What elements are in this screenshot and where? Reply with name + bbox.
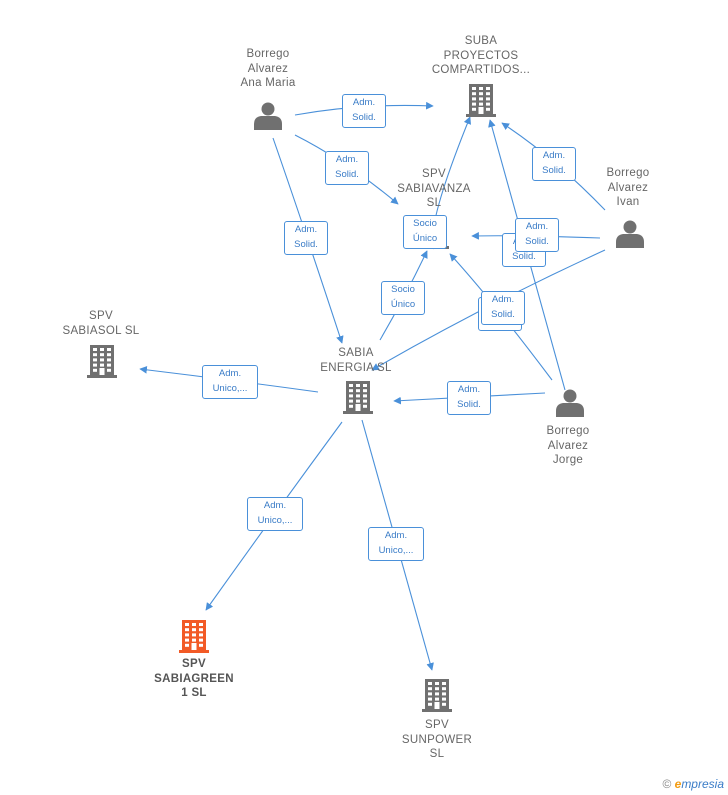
copyright-symbol: © xyxy=(662,777,672,791)
node-label-sabiavanza[interactable]: SPV SABIAVANZA SL xyxy=(397,168,471,209)
empresia-logo-initial: e xyxy=(674,777,682,791)
sabia-building-icon[interactable] xyxy=(343,381,373,414)
sabiagreen-building-icon[interactable] xyxy=(179,620,209,653)
empresia-brand[interactable]: © empresia xyxy=(662,777,724,791)
empresia-logo-text: mpresia xyxy=(681,777,724,791)
node-label-sabiasol[interactable]: SPV SABIASOL SL xyxy=(62,310,140,337)
edge-label-sabiavanza-to-suba[interactable]: Socio Único xyxy=(403,215,447,249)
edge-label-sabia-to-sunpower[interactable]: Adm. Unico,... xyxy=(368,527,424,561)
edge-label-ana-to-sabiavanza[interactable]: Adm. Solid. xyxy=(325,151,369,185)
edge-label-jorge-to-sabia[interactable]: Adm. Solid. xyxy=(447,381,491,415)
node-label-ivan[interactable]: Borrego Alvarez Ivan xyxy=(606,167,650,208)
edge-label-jorge-to-sabiavanza[interactable]: Adm. Solid. xyxy=(481,291,525,325)
edge-label-ivan-to-suba[interactable]: Adm. Solid. xyxy=(532,147,576,181)
edge-label-jorge-to-suba[interactable]: Adm. Solid. xyxy=(515,218,559,252)
edge-label-sabia-to-sabiasol[interactable]: Adm. Unico,... xyxy=(202,365,258,399)
ivan-person-icon[interactable] xyxy=(616,220,644,249)
jorge-person-icon[interactable] xyxy=(556,389,584,418)
edge-label-sabia-to-sabiagreen[interactable]: Adm. Unico,... xyxy=(247,497,303,531)
node-label-ana[interactable]: Borrego Alvarez Ana Maria xyxy=(240,48,296,89)
ana-person-icon[interactable] xyxy=(254,102,282,131)
suba-building-icon[interactable] xyxy=(466,84,496,117)
edge-label-ana-to-sabia[interactable]: Adm. Solid. xyxy=(284,221,328,255)
node-label-sabiagreen[interactable]: SPV SABIAGREEN 1 SL xyxy=(154,658,234,699)
node-label-suba[interactable]: SUBA PROYECTOS COMPARTIDOS... xyxy=(431,35,531,76)
node-label-sunpower[interactable]: SPV SUNPOWER SL xyxy=(401,719,473,760)
sabiasol-building-icon[interactable] xyxy=(87,345,117,378)
sunpower-building-icon[interactable] xyxy=(422,679,452,712)
node-label-jorge[interactable]: Borrego Alvarez Jorge xyxy=(546,425,590,466)
node-label-sabia[interactable]: SABIA ENERGIA SL xyxy=(320,347,392,374)
edge-label-sabia-to-sabiavanza[interactable]: Socio Único xyxy=(381,281,425,315)
edge-label-ana-to-suba[interactable]: Adm. Solid. xyxy=(342,94,386,128)
